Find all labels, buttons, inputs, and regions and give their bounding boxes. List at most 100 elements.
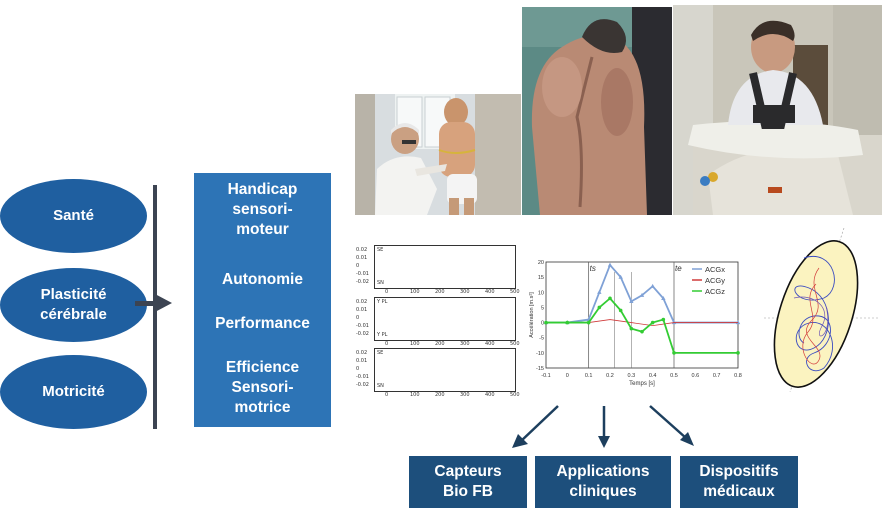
ellipse-sante: Santé — [0, 179, 147, 253]
photo-wheelchair-user — [673, 5, 882, 215]
series-point-ACGx — [735, 320, 741, 325]
photo-scoliosis-back — [522, 7, 672, 215]
center-box: Handicap sensori- moteur Autonomie Perfo… — [194, 173, 331, 427]
center-item-efficience-line2: Sensori- — [231, 379, 294, 396]
center-item-performance: Performance — [215, 315, 310, 332]
small-plot-1-x-tick: 100 — [410, 289, 420, 295]
chart-marker-label: ts — [590, 264, 596, 273]
chart-x-tick: 0.7 — [713, 373, 721, 379]
legend-label-ACGy: ACGy — [705, 276, 725, 285]
small-plot-3-label-bot: SN — [377, 383, 384, 389]
center-item-efficience: Efficience Sensori- motrice — [194, 358, 331, 418]
arrow-right-shaft — [135, 301, 155, 306]
ellipse-plasticite-label: Plasticité cérébrale — [40, 285, 107, 325]
center-item-efficience-line3: motrice — [234, 399, 291, 416]
series-point-ACGz — [544, 320, 548, 325]
photo-doctor-child — [355, 94, 521, 215]
ellipse-motricite-label: Motricité — [42, 383, 105, 400]
series-point-ACGx — [607, 262, 613, 267]
ellipse-plasticite: Plasticité cérébrale — [0, 268, 147, 342]
chart-y-tick: -15 — [536, 366, 544, 372]
center-item-handicap-line2: sensori- — [232, 201, 293, 218]
chart-y-tick: -5 — [539, 336, 544, 342]
box-applications-line2: cliniques — [569, 483, 637, 500]
small-plot-3-x-tick: 400 — [485, 392, 495, 398]
small-plot-1-y-tick: 0 — [356, 263, 360, 269]
arrow-right-icon — [155, 294, 172, 312]
small-plot-1-label-bot: SN — [377, 280, 384, 286]
series-point-ACGx — [639, 292, 645, 297]
series-point-ACGx — [618, 274, 623, 279]
ellipse-plasticite-line2: cérébrale — [40, 306, 107, 323]
ellipse-plasticite-line1: Plasticité — [40, 286, 107, 303]
small-plot-2-y-tick: -0.02 — [356, 331, 369, 337]
small-plot-2-x-tick: 200 — [435, 341, 445, 347]
center-item-handicap: Handicap sensori- moteur — [194, 180, 331, 240]
small-plot-1-label-top: SE — [377, 247, 384, 253]
series-line-ACGx — [546, 263, 738, 324]
chart-y-label: Accélération [m.s²] — [529, 292, 535, 338]
series-point-ACGz — [672, 351, 676, 355]
small-plot-2-y-tick: 0.01 — [356, 307, 368, 313]
small-plot-1-y-tick: -0.02 — [356, 279, 369, 285]
chart-x-tick: 0.2 — [606, 373, 614, 379]
series-point-ACGz — [650, 320, 655, 325]
small-plot-2-x-tick: 400 — [485, 341, 495, 347]
chart-y-tick: 10 — [538, 290, 544, 296]
chart-marker-label: te — [675, 264, 682, 273]
ellipse-sante-label: Santé — [53, 207, 94, 224]
small-plot-1-x-tick: 200 — [435, 289, 445, 295]
small-plot-3-x-tick: 100 — [410, 392, 420, 398]
small-plot-2-x-tick: 500 — [510, 341, 520, 347]
box-dispositifs: Dispositifs médicaux — [680, 456, 798, 508]
small-plot-1-x-tick: 300 — [460, 289, 470, 295]
box-dispositifs-line2: médicaux — [703, 483, 775, 500]
small-plot-3-label-top: SE — [377, 350, 384, 356]
small-plot-1-x-tick: 400 — [485, 289, 495, 295]
arrow-down-icon — [598, 436, 610, 448]
chart-x-tick: 0.4 — [649, 373, 657, 379]
series-point-ACGx — [661, 295, 666, 300]
small-plot-1-y-tick: 0.02 — [356, 247, 368, 253]
arrow-left-shaft — [519, 405, 559, 443]
series-point-ACGx — [629, 298, 634, 303]
chart-y-tick: 0 — [541, 321, 544, 327]
series-point-ACGz — [661, 317, 666, 322]
bottom-arrows — [512, 405, 694, 448]
small-plot-2-x-tick: 100 — [410, 341, 420, 347]
small-plot-1: SE SN — [374, 245, 516, 289]
small-plot-3-y-tick: 0.01 — [356, 358, 368, 364]
series-point-ACGz — [608, 296, 612, 301]
series-line-ACGz — [546, 297, 738, 354]
series-point-ACGz — [597, 305, 602, 310]
small-plot-3-x-tick: 500 — [510, 392, 520, 398]
arrow-down-right-icon — [680, 432, 694, 446]
chart-x-tick: 0.6 — [692, 373, 700, 379]
chart-x-label: Temps [s] — [629, 381, 655, 387]
ellipse-motricite: Motricité — [0, 355, 147, 429]
chart-y-tick: 20 — [538, 260, 544, 266]
arrow-down-left-icon — [512, 434, 528, 448]
series-point-ACGz — [565, 320, 570, 325]
center-item-handicap-line3: moteur — [236, 221, 289, 238]
chart-frame — [545, 261, 739, 369]
center-item-handicap-line1: Handicap — [227, 181, 298, 198]
small-plot-3-x-tick: 200 — [435, 392, 445, 398]
series-point-ACGz — [618, 308, 623, 313]
series-point-ACGx — [650, 283, 655, 288]
box-dispositifs-line1: Dispositifs — [699, 463, 779, 480]
small-plot-3-y-tick: -0.01 — [356, 374, 369, 380]
legend-label-ACGx: ACGx — [705, 265, 725, 274]
chart-x-tick: 0.1 — [585, 373, 593, 379]
small-plot-2-label-top: Y PL — [377, 299, 388, 305]
chart-x-tick: 0.3 — [628, 373, 636, 379]
small-plot-2-x-tick: 0 — [385, 341, 389, 347]
small-plot-3-y-tick: 0.02 — [356, 350, 368, 356]
box-capteurs-line2: Bio FB — [443, 483, 493, 500]
series-point-ACGz — [629, 326, 634, 331]
center-item-efficience-line1: Efficience — [225, 359, 300, 376]
small-plot-3-y-tick: -0.02 — [356, 382, 369, 388]
series-point-ACGx — [597, 289, 602, 294]
